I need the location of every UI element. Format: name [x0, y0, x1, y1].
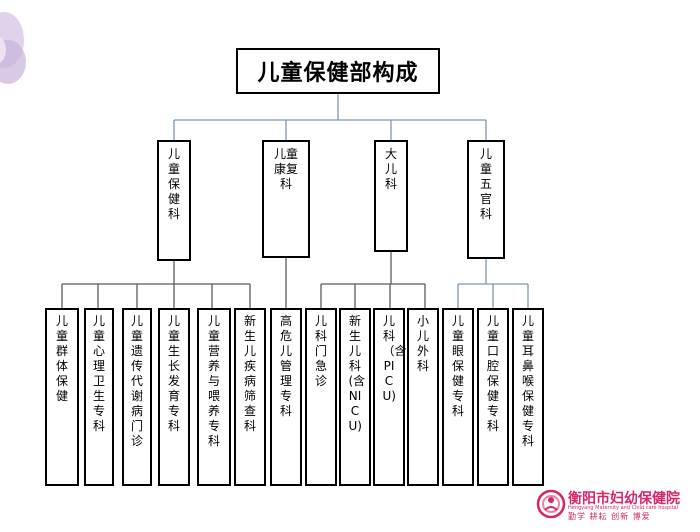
node-label: 儿童口腔保健专科 — [486, 314, 499, 433]
node-child-ent: 儿童五官科 — [467, 140, 505, 259]
node-newborn-screening: 新生儿疾病筛查科 — [234, 308, 266, 486]
node-child-rehab: 儿童康复科 — [262, 140, 310, 258]
node-label: 儿科门急诊 — [314, 314, 327, 388]
node-psych-health: 儿童心理卫生专科 — [84, 308, 114, 486]
hospital-emblem-icon — [536, 489, 566, 519]
node-child-health: 儿童保健科 — [157, 140, 191, 261]
node-label: 儿童遗传代谢病门诊 — [130, 314, 143, 448]
decorative-flower — [0, 12, 26, 84]
root-node: 儿童保健部构成 — [236, 48, 440, 94]
node-label: 儿童群体保健 — [55, 314, 68, 403]
hospital-logo: 衡阳市妇幼保健院 Hengyang Maternity and Child ca… — [536, 486, 696, 526]
node-high-risk: 高危儿管理专科 — [270, 308, 302, 486]
node-label: 儿科（含PICU) — [382, 314, 407, 403]
node-label: 儿童营养与喂养专科 — [207, 314, 220, 448]
node-group-health: 儿童群体保健 — [45, 308, 79, 486]
node-label: 高危儿管理专科 — [279, 314, 292, 418]
node-label: 新生儿疾病筛查科 — [243, 314, 256, 433]
node-pediatrics: 大儿科 — [374, 140, 408, 252]
node-label: 儿童五官科 — [479, 147, 492, 221]
node-label: 大儿科 — [384, 147, 397, 191]
node-label: 小儿外科 — [416, 314, 429, 373]
hospital-name: 衡阳市妇幼保健院 — [568, 491, 680, 507]
node-peds-emergency: 儿科门急诊 — [305, 308, 337, 486]
hospital-name-en: Hengyang Maternity and Child care hospit… — [568, 505, 679, 511]
node-label: 儿童生长发育专科 — [167, 314, 180, 433]
node-label: 儿童保健科 — [167, 147, 180, 221]
node-label: 新生儿科(含NICU) — [348, 314, 366, 433]
node-ent-care: 儿童耳鼻喉保健专科 — [512, 308, 544, 486]
node-genetic-clinic: 儿童遗传代谢病门诊 — [122, 308, 152, 486]
node-oral-care: 儿童口腔保健专科 — [477, 308, 509, 486]
node-peds-surgery: 小儿外科 — [407, 308, 439, 486]
node-label: 儿童眼保健专科 — [451, 314, 464, 418]
node-label: 儿童心理卫生专科 — [92, 314, 105, 433]
node-neonatal-nicu: 新生儿科(含NICU) — [339, 308, 371, 486]
page-title: 儿童保健部构成 — [257, 61, 419, 86]
hospital-motto: 勤学 耕耘 创新 博爱 — [568, 512, 651, 521]
node-peds-picu: 儿科（含PICU) — [373, 308, 407, 486]
node-label: 儿童康复科 — [273, 147, 298, 191]
node-label: 儿童耳鼻喉保健专科 — [521, 314, 534, 448]
node-eye-care: 儿童眼保健专科 — [442, 308, 474, 486]
node-growth-dev: 儿童生长发育专科 — [158, 308, 190, 486]
node-nutrition: 儿童营养与喂养专科 — [197, 308, 231, 486]
